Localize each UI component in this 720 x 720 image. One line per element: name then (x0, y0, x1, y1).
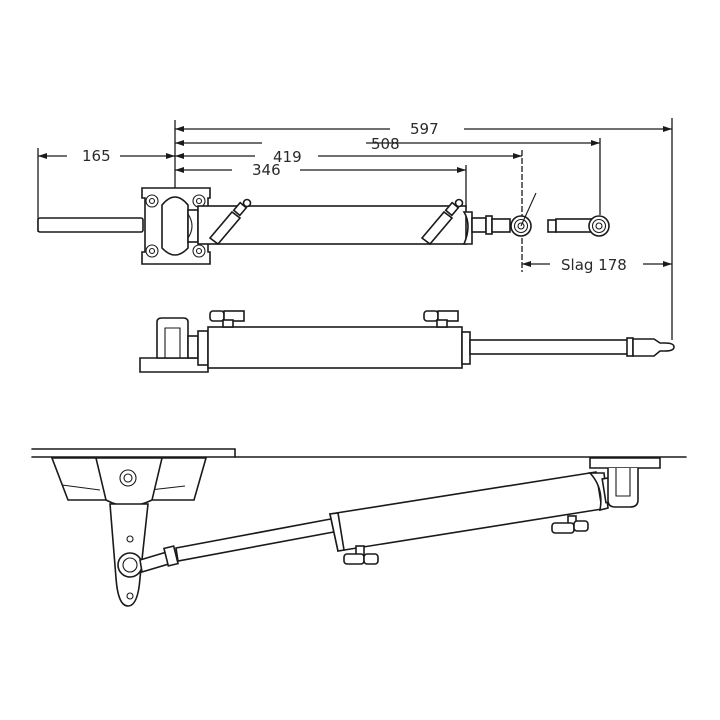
installation-view (31, 448, 687, 607)
cylinder-body-side (207, 326, 463, 369)
dimension-165: 165 (38, 147, 175, 165)
foot-bracket (156, 317, 189, 359)
dimension-597-label: 597 (410, 120, 439, 138)
dimension-508: 508 (175, 135, 600, 153)
rod-clevis (632, 338, 675, 357)
dimension-419: 419 (175, 148, 522, 166)
top-view (37, 187, 610, 265)
rear-rod (37, 217, 144, 233)
installed-fitting-front (551, 515, 589, 534)
dimension-597: 597 (175, 120, 672, 138)
mounting-plate (141, 187, 211, 265)
installed-rod (139, 517, 340, 574)
aft-bracket (607, 468, 639, 508)
installed-fitting-rear (343, 545, 379, 565)
dimension-165-label: 165 (82, 147, 111, 165)
dimension-stroke: Slag 178 (522, 256, 672, 274)
dimension-346: 346 (175, 161, 466, 179)
installed-cylinder-body (329, 471, 603, 552)
rod-end-extended (547, 215, 610, 237)
hose-fitting-front (420, 198, 464, 246)
dimension-419-label: 419 (273, 148, 302, 166)
dimension-346-label: 346 (252, 161, 281, 179)
dimension-508-label: 508 (371, 135, 400, 153)
hose-fitting-rear (208, 198, 252, 246)
side-fitting-rear (209, 310, 245, 328)
dimension-stroke-label: Slag 178 (561, 256, 627, 274)
side-fitting-front (423, 310, 459, 328)
side-view (139, 310, 675, 373)
dimension-lines: 597 508 165 419 (37, 118, 673, 340)
rod-end-retracted (471, 192, 537, 237)
piston-rod (469, 339, 631, 355)
